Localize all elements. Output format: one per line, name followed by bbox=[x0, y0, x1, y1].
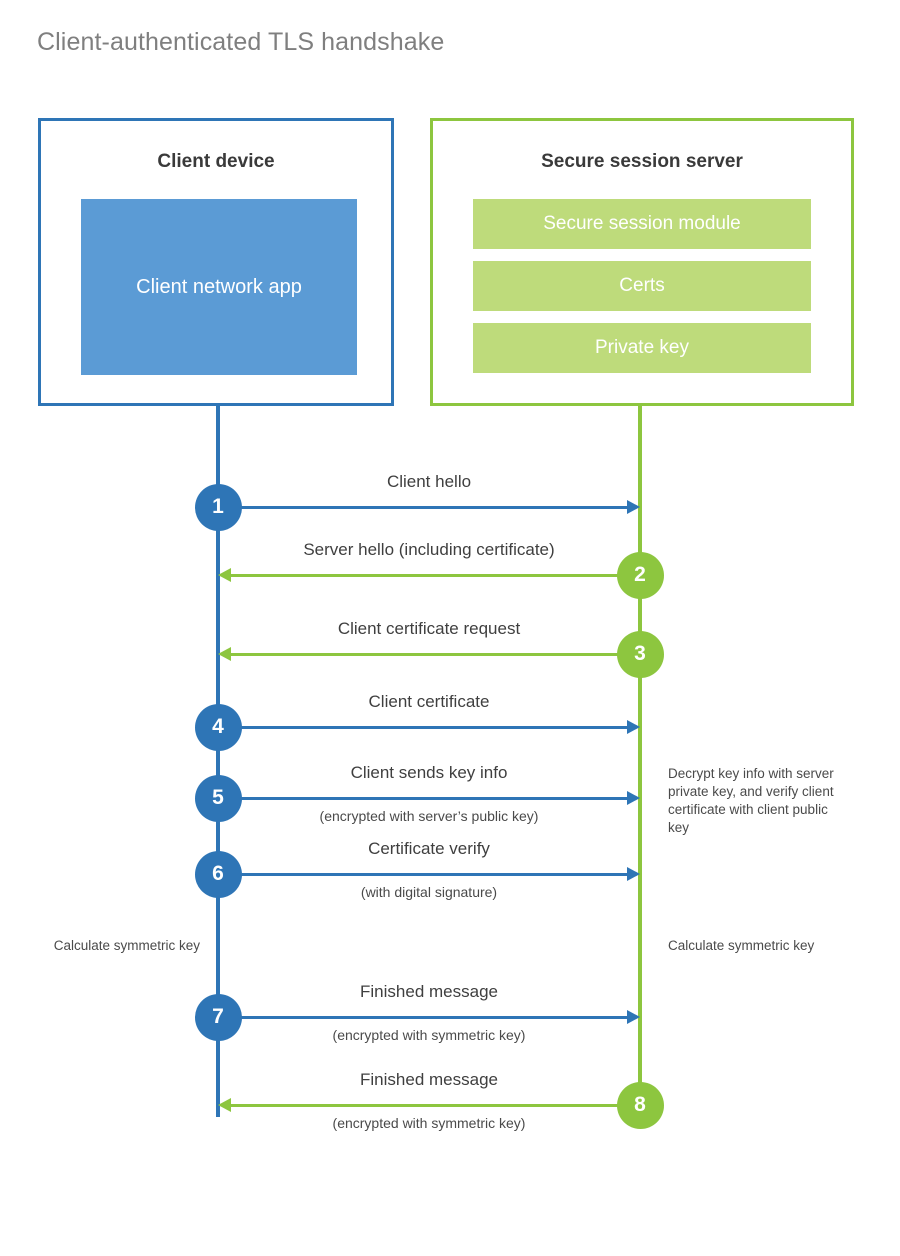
message-label-7: Finished message bbox=[360, 982, 498, 1001]
message-label-2: Server hello (including certificate) bbox=[303, 540, 555, 559]
client-device-title: Client device bbox=[157, 151, 275, 172]
step-circle-6[interactable]: 6 bbox=[194, 850, 242, 898]
arrow-line-8 bbox=[231, 1104, 640, 1107]
step-circle-1[interactable]: 1 bbox=[194, 483, 242, 531]
arrow-line-2 bbox=[231, 574, 640, 577]
message-sublabel-8: (encrypted with symmetric key) bbox=[332, 1115, 526, 1131]
client-device-box: Client device Client network app bbox=[38, 118, 394, 406]
message-sublabel-6: (with digital signature) bbox=[360, 884, 498, 900]
client-lifeline bbox=[216, 405, 220, 1117]
arrow-head-1 bbox=[627, 500, 640, 514]
arrow-head-4 bbox=[627, 720, 640, 734]
arrow-head-6 bbox=[627, 867, 640, 881]
annotation-server-calculate-symmetric-key: Calculate symmetric key bbox=[668, 938, 815, 953]
client-network-app-block: Client network app bbox=[81, 199, 357, 375]
step-circle-2[interactable]: 2 bbox=[616, 551, 664, 599]
arrow-line-3 bbox=[231, 653, 640, 656]
arrow-head-7 bbox=[627, 1010, 640, 1024]
page-title: Client-authenticated TLS handshake bbox=[37, 28, 445, 56]
message-label-8: Finished message bbox=[360, 1070, 498, 1089]
message-label-3: Client certificate request bbox=[337, 619, 521, 638]
message-label-4: Client certificate bbox=[368, 692, 490, 711]
step-circle-5[interactable]: 5 bbox=[194, 774, 242, 822]
annotation-client-calculate-symmetric-key: Calculate symmetric key bbox=[53, 938, 200, 953]
arrow-line-1 bbox=[218, 506, 627, 509]
message-label-6: Certificate verify bbox=[368, 839, 490, 858]
arrow-head-2 bbox=[218, 568, 231, 582]
arrow-line-7 bbox=[218, 1016, 627, 1019]
arrow-head-8 bbox=[218, 1098, 231, 1112]
server-component-secure-session-module: Secure session module bbox=[473, 199, 811, 249]
step-circle-8[interactable]: 8 bbox=[616, 1081, 664, 1129]
secure-session-server-title: Secure session server bbox=[541, 151, 743, 172]
secure-session-server-box: Secure session server Secure session mod… bbox=[430, 118, 854, 406]
message-sublabel-7: (encrypted with symmetric key) bbox=[332, 1027, 526, 1043]
step-circle-3[interactable]: 3 bbox=[616, 630, 664, 678]
arrow-head-5 bbox=[627, 791, 640, 805]
step-circle-7[interactable]: 7 bbox=[194, 993, 242, 1041]
annotation-server-decrypt: Decrypt key info with server private key… bbox=[668, 766, 834, 835]
arrow-line-6 bbox=[218, 873, 627, 876]
server-component-certs: Certs bbox=[473, 261, 811, 311]
message-label-5: Client sends key info bbox=[350, 763, 508, 782]
arrow-line-4 bbox=[218, 726, 627, 729]
arrow-line-5 bbox=[218, 797, 627, 800]
server-lifeline bbox=[638, 405, 642, 1105]
step-circle-4[interactable]: 4 bbox=[194, 703, 242, 751]
arrow-head-3 bbox=[218, 647, 231, 661]
message-label-1: Client hello bbox=[386, 472, 472, 491]
server-component-private-key: Private key bbox=[473, 323, 811, 373]
message-sublabel-5: (encrypted with server’s public key) bbox=[319, 808, 539, 824]
